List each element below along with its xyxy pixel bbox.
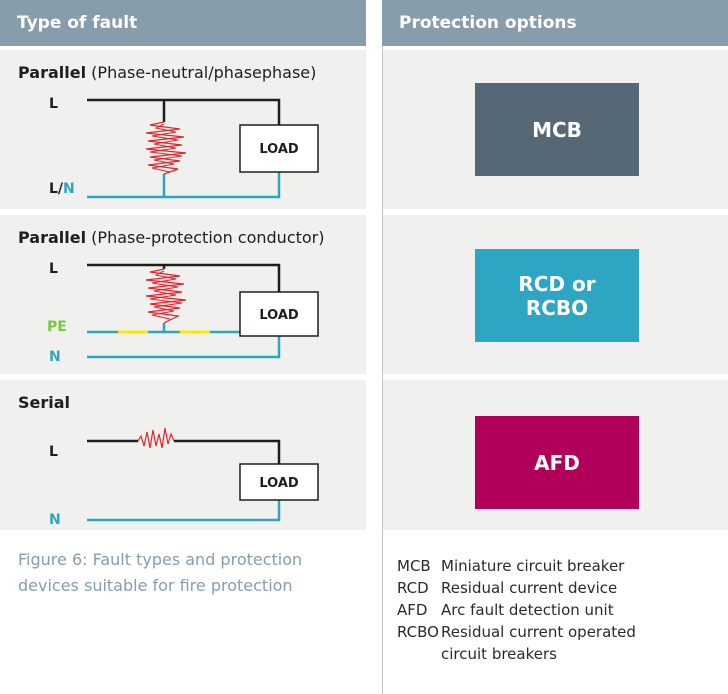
live-wire xyxy=(87,263,281,292)
abbreviation-legend: MCB Miniature circuit breaker RCD Residu… xyxy=(397,555,636,665)
legend-text: Miniature circuit breaker xyxy=(441,557,625,575)
mcb-label: MCB xyxy=(532,117,582,142)
rcd-label-line2: RCBO xyxy=(525,295,589,320)
neutral-wire xyxy=(87,500,281,522)
legend-text: Residual current device xyxy=(441,579,618,597)
fault-title: Serial xyxy=(18,393,70,412)
circuit-diagram-serial: L N LOAD xyxy=(49,427,319,528)
figure-caption: Figure 6: Fault types and protection dev… xyxy=(18,550,303,595)
load-label: LOAD xyxy=(259,308,299,323)
mcb-box: MCB xyxy=(475,83,639,176)
rcd-rcbo-box: RCD or RCBO xyxy=(475,249,639,342)
legend-abbr xyxy=(397,643,441,665)
fault-title: Parallel (Phase-protection conductor) xyxy=(18,228,325,247)
label-l: L xyxy=(49,444,58,460)
fault-title: Parallel (Phase-neutral/phasephase) xyxy=(18,63,316,82)
load-label: LOAD xyxy=(259,476,299,491)
neutral-wire xyxy=(87,172,281,199)
parallel-fault-arc-2 xyxy=(149,123,183,173)
label-l-n: L/N xyxy=(49,181,75,197)
fault-panel-serial: Serial L N LOAD xyxy=(0,380,366,530)
serial-fault-arc xyxy=(137,427,175,449)
label-l: L xyxy=(49,261,58,277)
load-box xyxy=(239,124,319,173)
legend-abbr: MCB xyxy=(397,557,431,575)
fault-title-rest: (Phase-neutral/phasephase) xyxy=(86,63,317,82)
protection-panel-rcd: RCD or RCBO xyxy=(383,215,728,374)
label-l: L xyxy=(49,96,58,112)
legend-row: AFD Arc fault detection unit xyxy=(397,599,636,621)
fault-panel-phase-neutral: Parallel (Phase-neutral/phasephase) L L/… xyxy=(0,50,366,209)
live-wire xyxy=(87,98,281,125)
fault-title-bold: Parallel xyxy=(18,63,87,82)
fault-title-bold: Parallel xyxy=(18,228,87,247)
fault-title-rest: (Phase-protection conductor) xyxy=(86,228,325,247)
legend-row: RCD Residual current device xyxy=(397,577,636,599)
label-l-part: L/ xyxy=(49,181,64,197)
legend-row: circuit breakers xyxy=(397,643,636,665)
legend-abbr: RCBO xyxy=(397,623,439,641)
parallel-fault-arc xyxy=(145,121,187,175)
circuit-diagram-phase-neutral: L L/N LOAD xyxy=(49,96,319,199)
protection-panel-afd: AFD xyxy=(383,380,728,530)
label-n-part: N xyxy=(63,181,75,197)
legend-row: RCBO Residual current operated xyxy=(397,621,636,643)
label-n: N xyxy=(49,512,61,528)
parallel-fault-arc-2 xyxy=(149,270,183,320)
live-wire-right xyxy=(174,439,281,464)
afd-label: AFD xyxy=(534,450,580,475)
circuit-diagram-phase-protection: L PE N LOAD xyxy=(47,261,319,365)
rcd-label-line1: RCD or xyxy=(518,271,596,296)
load-box xyxy=(239,291,319,337)
column-divider xyxy=(382,46,383,694)
legend-text: circuit breakers xyxy=(441,645,557,663)
afd-box: AFD xyxy=(475,416,639,509)
parallel-fault-arc xyxy=(145,268,187,324)
legend-text: Residual current operated xyxy=(441,623,636,641)
label-pe: PE xyxy=(47,319,67,335)
load-box xyxy=(239,463,319,501)
fault-title-bold: Serial xyxy=(18,393,71,412)
type-of-fault-header: Type of fault xyxy=(0,0,366,46)
legend-row: MCB Miniature circuit breaker xyxy=(397,555,636,577)
fault-panel-phase-protection: Parallel (Phase-protection conductor) L … xyxy=(0,215,366,374)
legend-text: Arc fault detection unit xyxy=(441,601,614,619)
protection-panel-mcb: MCB xyxy=(383,50,728,209)
neutral-wire xyxy=(87,336,281,359)
protection-options-header: Protection options xyxy=(382,0,728,46)
label-n: N xyxy=(49,349,61,365)
legend-abbr: RCD xyxy=(397,579,429,597)
legend-abbr: AFD xyxy=(397,601,428,619)
load-label: LOAD xyxy=(259,142,299,157)
